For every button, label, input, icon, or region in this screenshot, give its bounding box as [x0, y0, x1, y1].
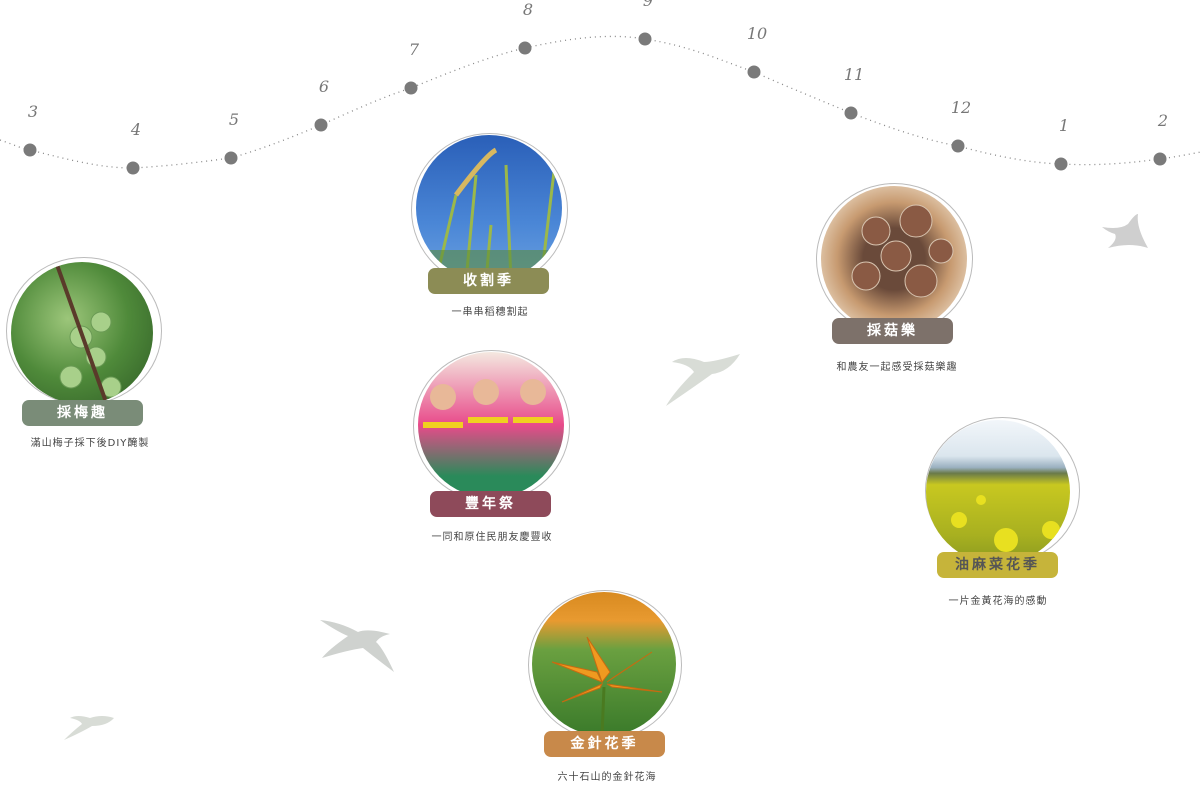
month-label: 5	[228, 110, 240, 129]
month-dot[interactable]	[638, 32, 652, 46]
activity-title: 採菇樂	[832, 318, 953, 344]
activity-title: 豐年祭	[430, 491, 551, 517]
month-dot[interactable]	[951, 139, 965, 153]
month-dot[interactable]	[23, 143, 37, 157]
month-label: 12	[950, 98, 972, 117]
activity-desc: 一同和原住民朋友慶豐收	[431, 532, 553, 543]
bird-icon	[320, 620, 394, 672]
plum-photo	[11, 262, 153, 404]
month-dot[interactable]	[314, 118, 328, 132]
month-dot[interactable]	[1054, 157, 1068, 171]
activity-desc: 和農友一起感受採菇樂趣	[836, 362, 958, 373]
timeline-curve	[0, 35, 1201, 169]
month-dot[interactable]	[1153, 152, 1167, 166]
month-label: 9	[642, 0, 654, 10]
activity-desc: 六十石山的金針花海	[557, 772, 657, 783]
bird-icon	[64, 716, 114, 740]
month-label: 2	[1157, 111, 1169, 130]
month-timeline	[0, 32, 1201, 175]
activity-desc: 一串串稻穗割起	[451, 307, 529, 318]
activity-title: 採梅趣	[22, 400, 143, 426]
month-dot[interactable]	[844, 106, 858, 120]
month-label: 8	[522, 0, 534, 19]
bird-icon	[666, 354, 740, 406]
month-label: 4	[130, 120, 142, 139]
month-label: 3	[27, 102, 39, 121]
mushroom-photo	[821, 186, 967, 332]
month-label: 1	[1058, 116, 1070, 135]
bird-icon	[1102, 214, 1148, 248]
month-label: 10	[746, 24, 768, 43]
activity-title: 油麻菜花季	[937, 552, 1058, 578]
rice-photo	[416, 135, 562, 281]
rapeseed-photo	[926, 420, 1070, 564]
month-dot[interactable]	[747, 65, 761, 79]
month-dot[interactable]	[126, 161, 140, 175]
daylily-photo	[532, 592, 676, 736]
month-label: 11	[843, 65, 865, 84]
activity-title: 收割季	[428, 268, 549, 294]
month-label: 6	[318, 77, 330, 96]
activity-desc: 一片金黃花海的感動	[948, 596, 1048, 607]
activity-desc: 滿山梅子採下後DIY醃製	[30, 438, 150, 449]
month-dot[interactable]	[404, 81, 418, 95]
festival-photo	[418, 352, 564, 498]
month-label: 7	[408, 40, 420, 59]
activity-title: 金針花季	[544, 731, 665, 757]
month-dot[interactable]	[518, 41, 532, 55]
month-dot[interactable]	[224, 151, 238, 165]
